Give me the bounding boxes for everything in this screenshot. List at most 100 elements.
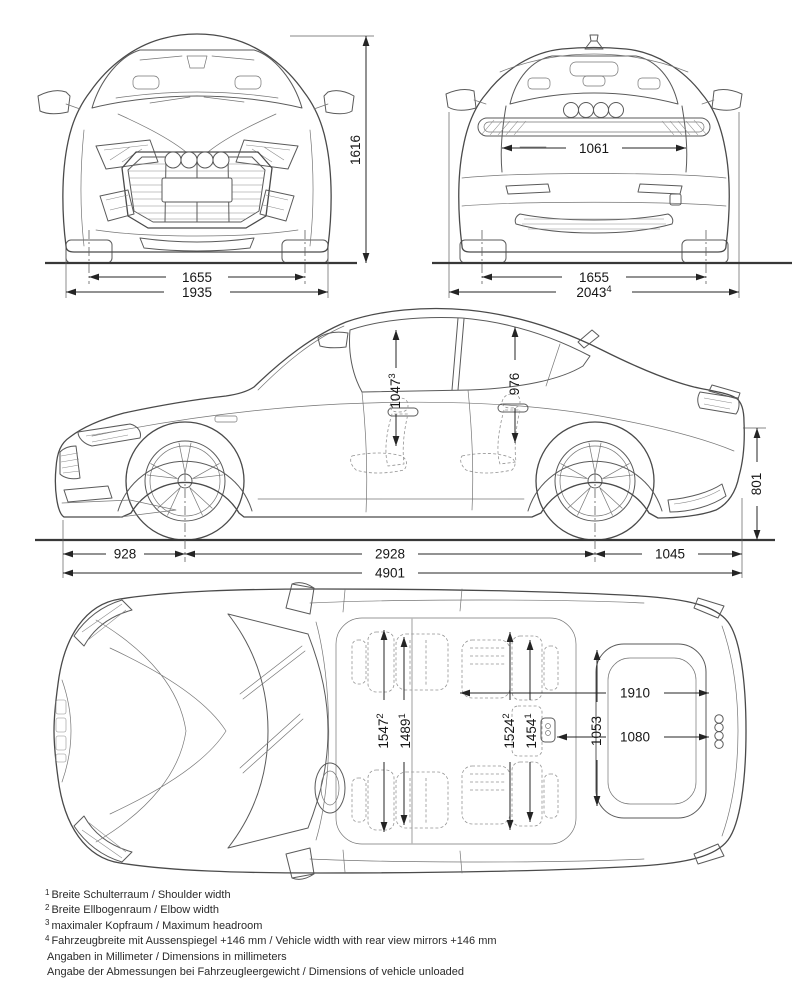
top-mirror-right <box>285 847 315 880</box>
front-bumper <box>95 189 299 252</box>
dim-label-rear-tailgate: 1061 <box>579 141 609 156</box>
dim-label-front-width: 1935 <box>182 285 212 300</box>
top-headlights <box>73 599 133 863</box>
front-fender-seam-right <box>309 129 314 247</box>
dim-label-wheelbase: 2928 <box>375 547 405 562</box>
front-wheel-centerlines <box>88 230 306 284</box>
side-mirror <box>317 331 349 349</box>
front-dim-height: 1616 <box>290 35 374 263</box>
dim-label-interior-width: 1910 <box>620 686 650 701</box>
side-antenna-fin <box>577 329 600 349</box>
rear-tailgate-edges <box>500 105 688 173</box>
side-dim-length: 4901 <box>63 566 742 581</box>
side-door-cuts <box>361 389 474 513</box>
dimension-drawing: 1616 1655 1935 <box>35 33 792 880</box>
front-dim-width: 1935 <box>65 255 329 300</box>
side-etron-badge <box>214 415 238 423</box>
dim-label-front-track: 1655 <box>182 270 212 285</box>
top-audi-rings-icon <box>714 714 724 749</box>
rear-dim-track: 1655 <box>482 270 706 285</box>
dim-label-elbow-front: 15472 <box>375 713 391 748</box>
dim-label-luggage-width: 1053 <box>589 716 604 746</box>
rear-bumper <box>461 173 727 234</box>
top-body-outline <box>53 588 747 874</box>
top-dim-luggage-lower: 1080 <box>557 730 709 745</box>
dim-label-front-height: 1616 <box>348 135 363 165</box>
front-view: 1616 1655 1935 <box>37 33 374 300</box>
front-mirror-right <box>313 90 355 115</box>
top-wipers <box>239 645 306 774</box>
side-dim-rear-overhang: 1045 <box>595 547 742 562</box>
dim-label-front-overhang: 928 <box>114 547 137 562</box>
front-body-outline <box>62 33 332 253</box>
dim-label-headroom-rear: 976 <box>507 373 522 396</box>
side-character-line <box>91 401 735 452</box>
rear-view: 1061 1655 20434 <box>432 34 792 300</box>
side-seats <box>350 393 521 474</box>
side-wheel-arches <box>117 460 663 512</box>
side-dim-sill-height: 801 <box>743 427 766 540</box>
side-door-handle-front <box>387 407 419 417</box>
top-console-icon <box>540 717 556 743</box>
dim-label-shoulder-rear: 14541 <box>523 713 539 748</box>
front-headlight-right <box>235 139 299 170</box>
rear-dim-tailgate: 1061 <box>502 141 686 156</box>
top-dim-elbow-front: 15472 <box>375 630 391 832</box>
side-body-outline <box>54 307 745 519</box>
top-hood-creases <box>95 619 227 843</box>
top-dim-luggage-width: 1053 <box>589 650 604 806</box>
side-view: 10473 976 801 928 2928 <box>35 307 775 581</box>
footnote-unloaded: Angabe der Abmessungen bei Fahrzeugleerg… <box>47 966 465 979</box>
top-rear-window <box>595 643 707 819</box>
front-windshield <box>91 49 303 109</box>
top-front-grille <box>55 679 72 783</box>
front-headlight-left <box>95 139 159 170</box>
rear-dim-mirror-width: 20434 <box>449 284 739 300</box>
side-windows <box>257 317 591 393</box>
top-dim-shoulder-rear: 14541 <box>523 640 539 822</box>
side-diffuser <box>667 483 727 513</box>
dim-label-rear-track: 1655 <box>579 270 609 285</box>
dim-label-luggage-lower: 1080 <box>620 730 650 745</box>
side-dim-wheelbase: 2928 <box>185 547 595 562</box>
top-taillights <box>693 597 725 865</box>
side-end-ext-lines <box>62 498 743 578</box>
dim-label-rear-mirror-width: 20434 <box>576 284 611 300</box>
dim-label-rear-overhang: 1045 <box>655 547 685 562</box>
front-mirror-left <box>37 90 81 115</box>
side-dim-front-overhang: 928 <box>63 547 185 562</box>
side-dim-headroom-front: 10473 <box>387 330 403 446</box>
side-headlight <box>77 423 141 447</box>
dim-label-sill-height: 801 <box>749 473 764 496</box>
rear-mirror-ext-lines <box>448 112 740 298</box>
rear-audi-rings-icon <box>563 102 624 118</box>
top-dim-shoulder-front: 14891 <box>397 637 413 825</box>
top-roof <box>309 599 645 863</box>
rear-body-outline <box>458 46 730 253</box>
top-seats <box>351 631 559 831</box>
front-license-plate <box>161 177 233 203</box>
rear-wheel-centerlines <box>481 230 707 284</box>
side-taillight <box>697 384 741 415</box>
side-wheel-centerlines <box>184 472 596 562</box>
top-dim-elbow-rear: 15242 <box>501 632 517 830</box>
front-hood-creases <box>117 113 277 153</box>
side-door-handle-rear <box>497 403 529 413</box>
top-view: 15472 14891 15242 14541 1053 <box>53 582 747 880</box>
top-mirror-left <box>285 582 315 615</box>
top-windshield <box>227 613 329 849</box>
top-door-seams <box>342 588 463 874</box>
top-dim-interior-width: 1910 <box>460 686 709 701</box>
top-steering-wheel <box>314 762 346 814</box>
dim-label-elbow-rear: 15242 <box>501 713 517 748</box>
side-dim-headroom-rear: 976 <box>507 327 522 443</box>
top-dashboard-line <box>315 621 330 841</box>
front-grille <box>121 151 273 229</box>
rear-mirror-right <box>701 89 743 111</box>
